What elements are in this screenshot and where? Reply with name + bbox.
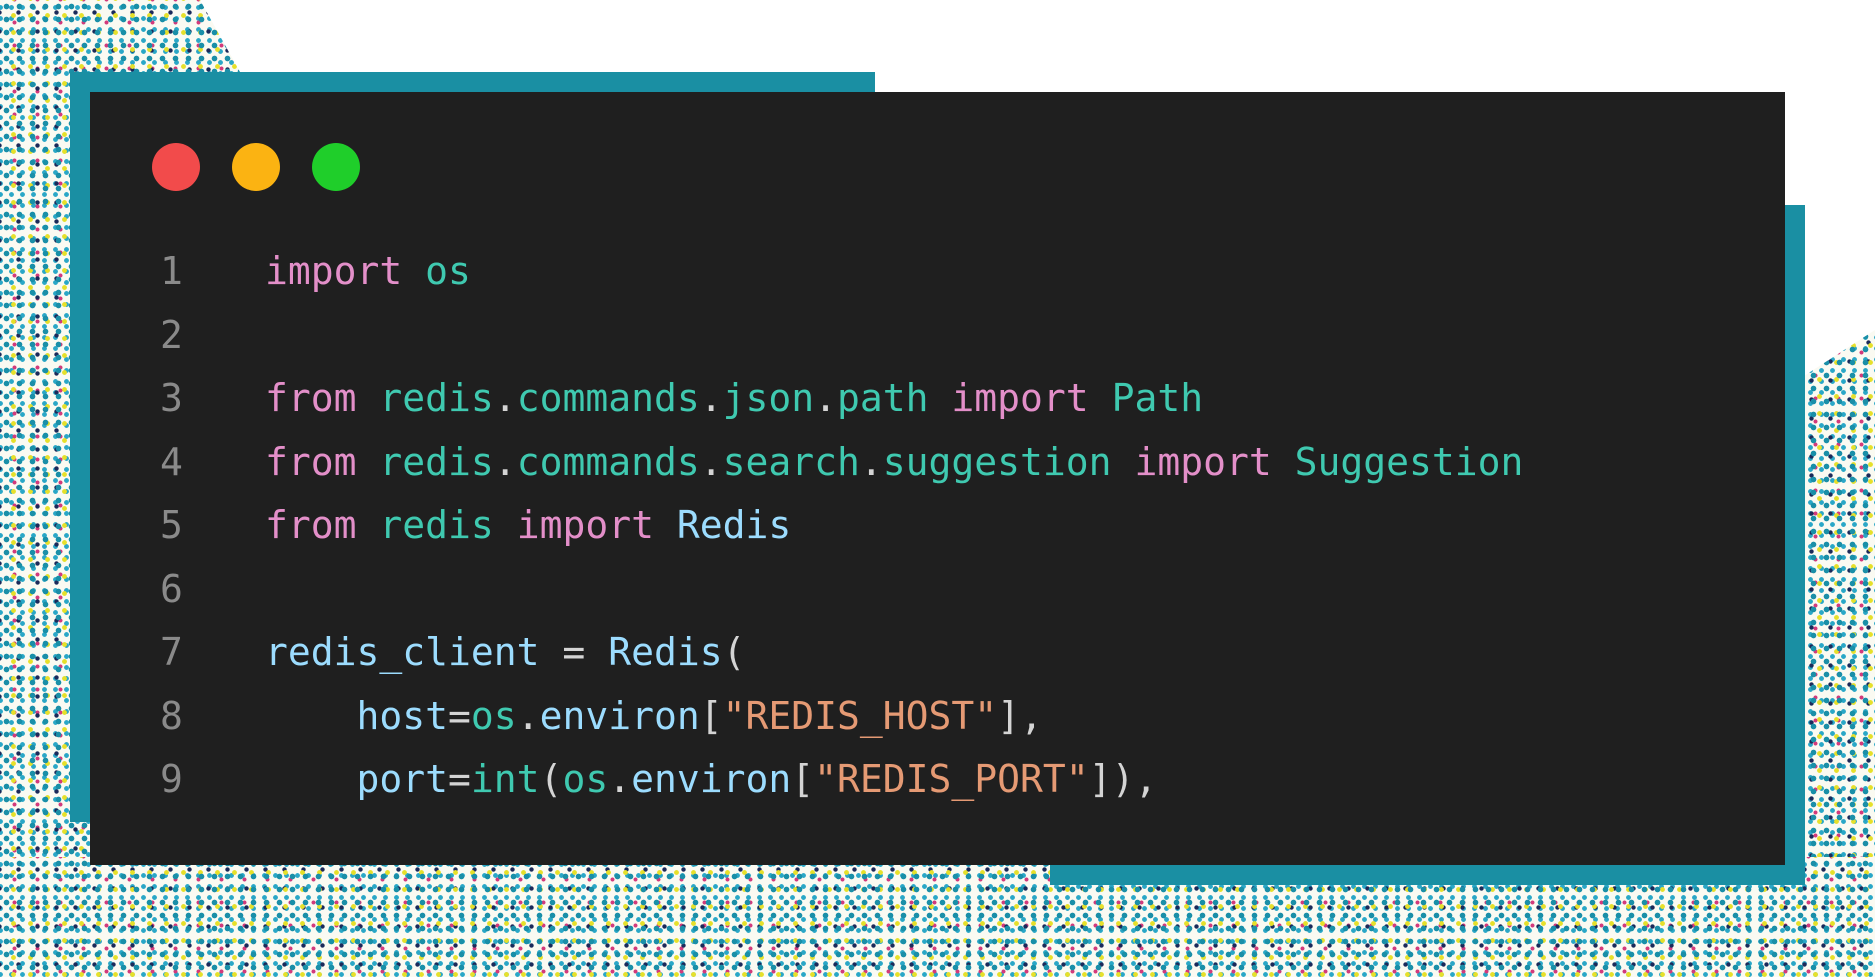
code-token [1272,440,1295,484]
code-line: 2 [160,304,1523,368]
code-token: from [265,503,357,547]
code-line: 5 from redis import Redis [160,494,1523,558]
code-token: Redis [608,630,723,674]
code-token: = [539,630,609,674]
code-token: int [470,757,540,801]
code-token: from [265,439,357,484]
code-token: search [722,439,860,484]
code-token: . [493,439,517,484]
code-line: 1 import os [160,240,1523,304]
code-token: [ [791,757,815,801]
code-token [1112,440,1135,484]
code-token: . [859,439,883,484]
code-token: ( [539,757,563,801]
code-token: Redis [676,503,792,547]
code-token: . [516,693,540,738]
code-token: "REDIS_PORT" [814,757,1089,801]
code-text: import os [265,240,471,304]
code-token [402,249,425,293]
code-token: Path [1111,376,1204,420]
line-number: 7 [160,630,183,674]
window-controls [152,143,360,191]
code-token: ]), [1088,757,1158,801]
code-token [1089,376,1112,420]
code-token [494,503,517,547]
code-line: 8 host=os.environ["REDIS_HOST"], [160,685,1523,749]
code-line: 9 port=int(os.environ["REDIS_PORT"]), [160,748,1523,812]
code-token: = [448,757,471,801]
code-token: os [562,757,609,801]
code-token: json [722,376,815,420]
code-window [90,92,1785,865]
line-number: 1 [160,249,183,293]
code-text: from redis.commands.json.path import Pat… [265,367,1203,431]
line-number: 8 [160,693,183,738]
line-number: 6 [160,566,183,611]
code-token: suggestion [882,439,1112,484]
code-line: 6 [160,558,1523,622]
code-token: . [814,376,838,420]
code-token: redis [379,503,494,547]
code-token: . [699,439,723,484]
code-text: host=os.environ["REDIS_HOST"], [265,685,1043,749]
line-number: 3 [160,376,183,420]
code-token: commands [516,376,700,420]
code-token [357,376,380,420]
code-token [929,376,952,420]
code-token: import [265,249,403,293]
code-token: import [1134,439,1272,484]
code-token [357,503,380,547]
code-token: . [608,757,632,801]
minimize-button[interactable] [232,143,280,191]
code-token [654,503,677,547]
code-token: path [837,376,929,420]
code-token: ( [722,630,746,674]
line-number: 9 [160,757,183,801]
code-token: . [493,376,517,420]
code-token: environ [539,693,700,738]
code-text: from redis import Redis [265,494,791,558]
code-token: port [265,757,449,801]
code-token: redis_client [265,630,540,674]
code-text: from redis.commands.search.suggestion im… [265,431,1523,495]
code-token: host [265,693,449,738]
code-token: os [425,249,471,293]
code-token: redis [379,376,494,420]
line-number: 5 [160,503,183,547]
code-text: port=int(os.environ["REDIS_PORT"]), [265,748,1158,812]
code-token: "REDIS_HOST" [722,693,998,738]
close-button[interactable] [152,143,200,191]
line-number: 2 [160,312,183,357]
code-line: 7 redis_client = Redis( [160,621,1523,685]
code-token: environ [631,757,792,801]
code-token [357,440,380,484]
maximize-button[interactable] [312,143,360,191]
code-token: import [951,376,1089,420]
line-number: 4 [160,439,183,484]
code-token: [ [699,693,723,738]
code-token: from [265,376,357,420]
code-token: = [448,693,471,738]
code-token: import [516,503,654,547]
code-token: os [470,693,517,738]
code-token: redis [379,439,494,484]
code-token: ], [997,693,1043,738]
code-token: commands [516,439,700,484]
code-text: redis_client = Redis( [265,621,745,685]
code-token: . [699,376,723,420]
code-token: Suggestion [1294,439,1524,484]
